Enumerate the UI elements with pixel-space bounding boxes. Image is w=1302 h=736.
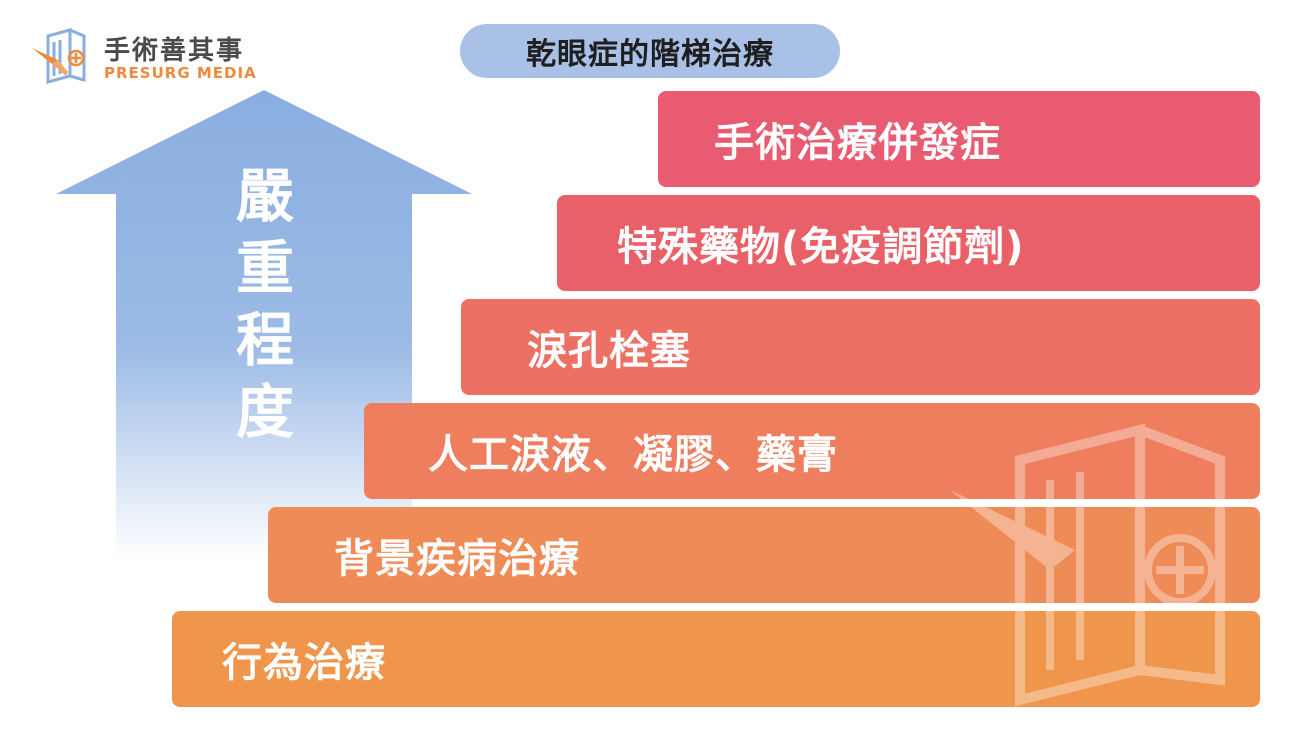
book-scalpel-logo-icon <box>32 28 86 84</box>
step-underlying-disease: 背景疾病治療 <box>268 507 1260 603</box>
step-special-drugs: 特殊藥物(免疫調節劑) <box>557 195 1260 291</box>
step-label: 背景疾病治療 <box>334 536 580 582</box>
severity-char: 程 <box>235 306 294 374</box>
logo-name-en: PRESURG MEDIA <box>104 64 257 82</box>
step-label: 淚孔栓塞 <box>527 328 691 374</box>
step-label: 人工淚液、凝膠、藥膏 <box>428 432 838 478</box>
step-surgery: 手術治療併發症 <box>658 91 1260 187</box>
severity-char: 嚴 <box>235 162 294 230</box>
severity-char: 度 <box>235 378 294 446</box>
step-label: 行為治療 <box>222 640 386 686</box>
diagram-title: 乾眼症的階梯治療 <box>460 24 840 78</box>
watermark-logo-icon <box>950 423 1225 707</box>
step-punctal-plugs: 淚孔栓塞 <box>461 299 1260 395</box>
step-label: 手術治療併發症 <box>714 120 1001 166</box>
logo-name-cn: 手術善其事 <box>104 36 245 66</box>
severity-char: 重 <box>235 234 294 302</box>
step-label: 特殊藥物(免疫調節劑) <box>617 224 1025 270</box>
step-behavioral: 行為治療 <box>172 611 1260 707</box>
logo: 手術善其事 PRESURG MEDIA <box>30 28 270 88</box>
severity-label: 嚴 重 程 度 <box>230 160 300 448</box>
step-artificial-tears: 人工淚液、凝膠、藥膏 <box>364 403 1260 499</box>
